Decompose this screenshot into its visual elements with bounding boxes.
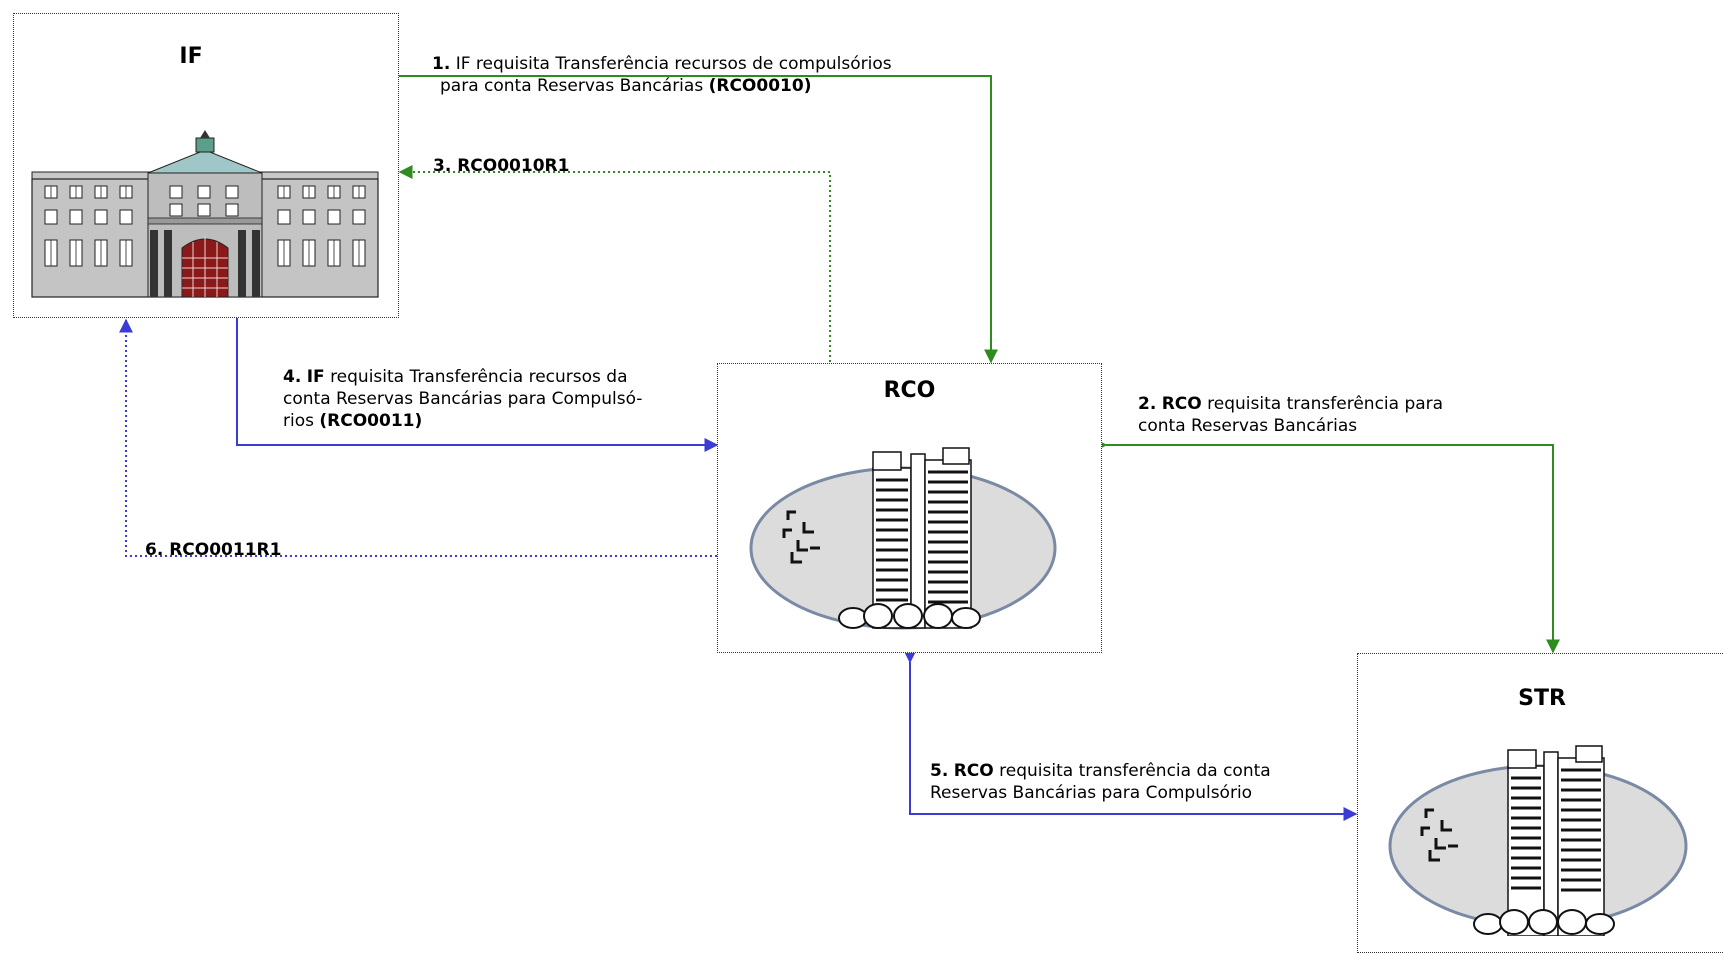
node-if-title: IF: [179, 44, 203, 69]
central-bank-tower-icon: [1388, 745, 1688, 936]
edge-1-label: 1. IF requisita Transferência recursos d…: [432, 53, 952, 97]
edge-5-text-line1: requisita transferência da conta: [999, 761, 1271, 781]
edge-4-text-line3: rios: [283, 411, 320, 431]
bank-building-icon: [31, 130, 379, 298]
edge-4-text-line2: conta Reservas Bancárias para Compulsó-: [283, 389, 643, 409]
edge-5-actor: RCO: [953, 761, 994, 781]
central-bank-tower-icon: [749, 447, 1057, 630]
edge-1-number: 1.: [432, 54, 451, 74]
edge-4-message-code: (RCO0011): [319, 411, 423, 431]
edge-1-line: [398, 75, 998, 364]
edge-4-label: 4. IF requisita Transferência recursos d…: [283, 366, 693, 432]
edge-5-text-line2: Reservas Bancárias para Compulsório: [930, 783, 1253, 803]
edge-2-number: 2.: [1138, 394, 1157, 414]
edge-1-text-line2: para conta Reservas Bancárias: [440, 76, 709, 96]
edge-5-label: 5. RCO requisita transferência da conta …: [930, 760, 1340, 804]
edge-2-line: [1093, 438, 1560, 654]
edge-2-label: 2. RCO requisita transferência para cont…: [1138, 393, 1500, 437]
edge-4-actor: IF: [306, 367, 325, 387]
edge-4-number: 4.: [283, 367, 302, 387]
node-rco-title: RCO: [883, 378, 936, 403]
edge-3-label: 3. RCO0010R1: [433, 156, 570, 176]
edge-4-text-line1: requisita Transferência recursos da: [330, 367, 628, 387]
edge-6-line: [119, 318, 717, 557]
edge-6-label: 6. RCO0011R1: [145, 540, 282, 560]
edge-3-line: [398, 165, 831, 362]
edge-2-actor: RCO: [1161, 394, 1202, 414]
edge-5-line: [903, 649, 1358, 821]
edge-1-text-line1: IF requisita Transferência recursos de c…: [455, 54, 892, 74]
edge-2-text-line1: requisita transferência para: [1207, 394, 1444, 414]
edge-2-text-line2: conta Reservas Bancárias: [1138, 416, 1358, 436]
edge-5-number: 5.: [930, 761, 949, 781]
edge-4-line: [236, 318, 719, 452]
edge-1-message-code: (RCO0010): [708, 76, 812, 96]
node-str-title: STR: [1518, 686, 1566, 711]
